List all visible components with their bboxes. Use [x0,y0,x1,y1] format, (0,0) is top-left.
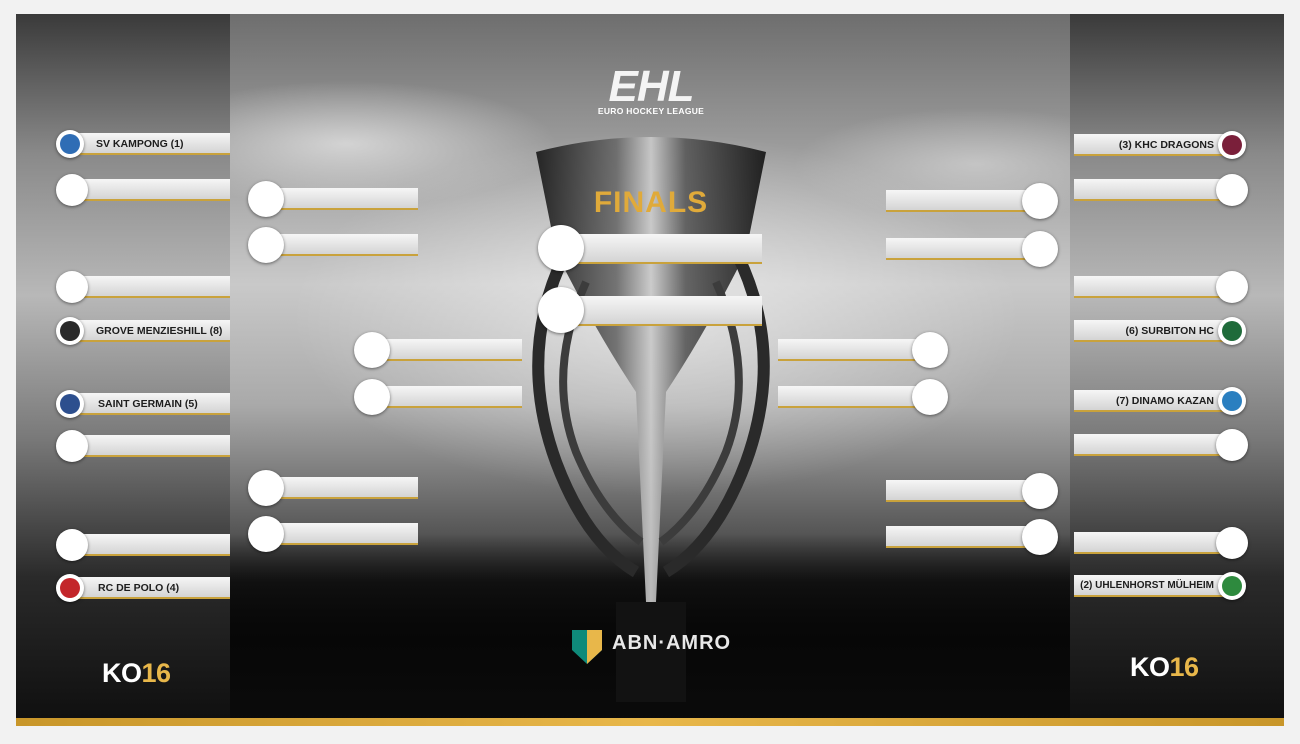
saint-germain-logo-icon [56,390,84,418]
right-ko16-slot-1 [1074,134,1230,156]
team-name-left-3: SAINT GERMAIN (5) [98,398,198,410]
empty-team-circle [912,379,948,415]
right-ko16-slot-8 [1074,575,1230,597]
ko16-label-left: KO16 [102,658,171,688]
right-side-panel [1070,14,1284,718]
left-sf-slot-1 [372,339,522,361]
abn-amro-shield-icon [572,630,602,664]
right-ko16-slot-4 [1074,320,1230,342]
final-slot-2 [562,296,762,326]
right-qf-slot-2 [886,238,1038,260]
right-ko16-slot-7 [1074,532,1230,554]
empty-team-circle [912,332,948,368]
left-qf-slot-3 [266,477,418,499]
empty-team-circle [248,181,284,217]
right-qf-slot-4 [886,526,1038,548]
empty-team-circle [1022,519,1058,555]
empty-team-circle [1216,429,1248,461]
kampong-logo-icon [56,130,84,158]
left-ko16-slot-1 [72,133,230,155]
team-name-left-4: RC DE POLO (4) [98,582,180,594]
ehl-logo: EHL [608,62,695,111]
empty-team-circle [1216,527,1248,559]
right-qf-slot-1 [886,190,1038,212]
team-name-right-2: (6) SURBITON HC [1125,325,1214,337]
left-ko16-slot-6 [72,435,230,457]
left-ko16-slot-4 [72,320,230,342]
empty-team-circle [1216,174,1248,206]
team-logo-left-1 [60,134,80,154]
rc-de-polo-logo-icon [56,574,84,602]
left-side-panel [16,14,230,718]
khc-dragons-logo-icon [1218,131,1246,159]
ehl-subtitle: EURO HOCKEY LEAGUE [597,106,705,116]
left-ko16-slot-7 [72,534,230,556]
bracket-board: EHL EURO HOCKEY LEAGUE FINALS ABN·AMRO K… [16,14,1284,726]
left-ko16-slot-5 [72,393,230,415]
left-sf-slot-2 [372,386,522,408]
empty-team-circle [56,529,88,561]
ko16-label-right: KO16 [1130,652,1199,682]
team-name-right-1: (3) KHC DRAGONS [1118,139,1214,151]
left-qf-slot-4 [266,523,418,545]
empty-team-circle [1022,183,1058,219]
gold-bottom-bar [16,718,1284,726]
final-slot-1 [562,234,762,264]
right-ko16-slot-6 [1074,434,1230,456]
uhlenhorst-logo-icon [1218,572,1246,600]
left-qf-slot-2 [266,234,418,256]
team-name-right-4: (2) UHLENHORST MÜLHEIM [1080,580,1214,591]
empty-team-circle [248,470,284,506]
empty-team-circle [56,271,88,303]
empty-team-circle [1022,473,1058,509]
right-sf-slot-1 [778,339,928,361]
empty-team-circle [538,287,584,333]
empty-team-circle [56,430,88,462]
empty-team-circle [538,225,584,271]
team-name-right-3: (7) DINAMO KAZAN [1116,395,1214,407]
left-ko16-slot-3 [72,276,230,298]
dinamo-kazan-logo-icon [1218,387,1246,415]
right-ko16-slot-2 [1074,179,1230,201]
finals-title: FINALS [593,186,709,219]
surbiton-logo-icon [1218,317,1246,345]
left-ko16-slot-2 [72,179,230,201]
right-sf-slot-2 [778,386,928,408]
right-ko16-slot-5 [1074,390,1230,412]
empty-team-circle [1022,231,1058,267]
right-ko16-slot-3 [1074,276,1230,298]
left-ko16-slot-8 [72,577,230,599]
left-qf-slot-1 [266,188,418,210]
empty-team-circle [354,379,390,415]
sponsor-name: ABN·AMRO [612,632,732,654]
grove-menzieshill-logo-icon [56,317,84,345]
right-qf-slot-3 [886,480,1038,502]
empty-team-circle [248,227,284,263]
team-name-left-2: GROVE MENZIESHILL (8) [96,325,223,337]
team-name-left-1: SV KAMPONG (1) [96,138,184,150]
empty-team-circle [1216,271,1248,303]
empty-team-circle [354,332,390,368]
empty-team-circle [248,516,284,552]
empty-team-circle [56,174,88,206]
